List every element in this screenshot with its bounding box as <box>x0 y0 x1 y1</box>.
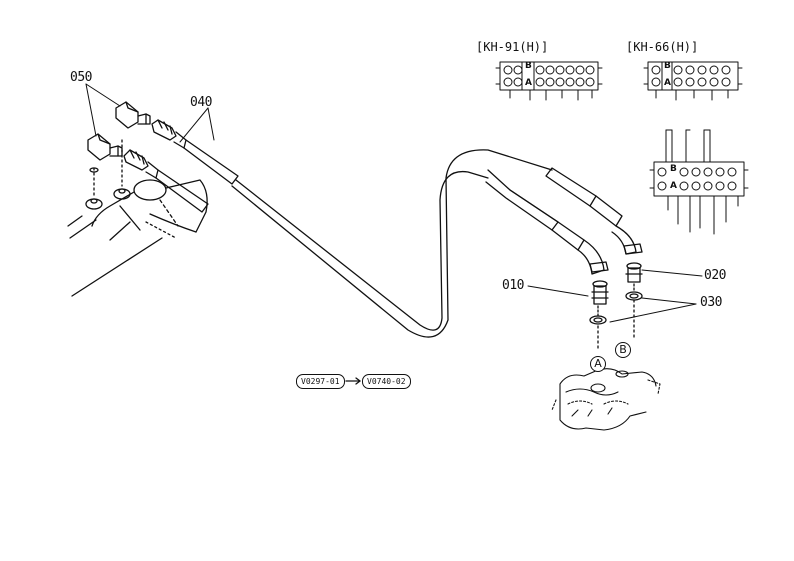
callout-020: 020 <box>704 268 726 283</box>
port-b-marker: B <box>615 342 631 358</box>
valve-kh91-port-a: A <box>525 78 532 88</box>
hose-fitting-010 <box>577 239 609 351</box>
control-valve-block <box>551 368 661 431</box>
valve-kh66-port-a: A <box>664 78 671 88</box>
hose-sleeve-right <box>485 167 623 251</box>
callout-050: 050 <box>70 70 92 85</box>
hydraulic-cylinder <box>67 179 208 297</box>
hose-fitting-020 <box>611 225 643 341</box>
elbow-fitting-050-upper <box>115 101 151 129</box>
callout-010: 010 <box>502 278 524 293</box>
valve-kh66-label: [KH-66(H)] <box>626 40 699 54</box>
callout-040: 040 <box>190 95 212 110</box>
hose-end-040-lower <box>123 149 209 213</box>
port-a-marker: A <box>590 356 606 372</box>
valve-kh66-port-b: B <box>664 61 671 71</box>
serial-ref-to: V0740-02 <box>362 374 411 389</box>
valve-kh91-label: [KH-91(H)] <box>476 40 549 54</box>
valve-kh91-icon <box>495 61 603 101</box>
elbow-fitting-050-lower <box>87 133 123 173</box>
valve-third-port-a: A <box>670 181 677 191</box>
lower-port-boss <box>85 139 131 210</box>
serial-ref-arrowhead <box>355 377 361 385</box>
hose-end-040-upper <box>151 119 239 185</box>
valve-kh66-icon <box>643 61 743 101</box>
valve-kh91-port-b: B <box>525 61 532 71</box>
valve-third-port-b: B <box>670 164 677 174</box>
leader-lines <box>85 83 703 323</box>
callout-030: 030 <box>700 295 722 310</box>
valve-kh91-spools <box>503 65 595 87</box>
hydraulic-hose-pair <box>231 149 553 338</box>
valve-third-icon <box>649 129 749 235</box>
serial-ref-from: V0297-01 <box>296 374 345 389</box>
